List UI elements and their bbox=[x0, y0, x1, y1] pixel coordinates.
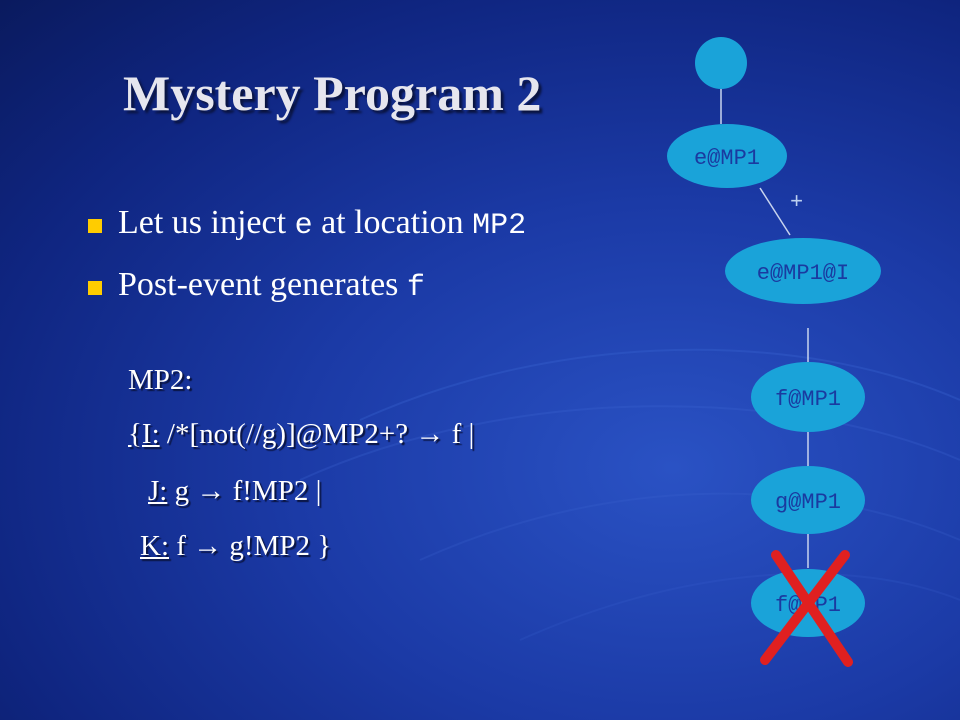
rule-k: K: f → g!MP2 } bbox=[140, 530, 332, 562]
arrow-icon: → bbox=[193, 530, 223, 562]
tree-edge bbox=[759, 187, 791, 236]
tree-node-root bbox=[695, 37, 747, 89]
rule-j: J: g → f!MP2 | bbox=[148, 475, 322, 507]
svg-text:f@MP1: f@MP1 bbox=[775, 387, 841, 412]
svg-text:g@MP1: g@MP1 bbox=[775, 490, 841, 515]
edge-label: + bbox=[790, 190, 803, 215]
tree-node: f@MP1 bbox=[751, 362, 865, 432]
bullet-square-icon bbox=[88, 219, 102, 233]
bullet-square-icon bbox=[88, 281, 102, 295]
svg-text:e@MP1@I: e@MP1@I bbox=[757, 261, 849, 286]
tree-node: e@MP1 bbox=[667, 124, 787, 188]
slide-title: Mystery Program 2 bbox=[123, 65, 542, 121]
program-name: MP2: bbox=[128, 364, 193, 396]
bullet-text: Post-event generates f bbox=[118, 266, 425, 305]
arrow-icon: → bbox=[415, 418, 445, 450]
rule-i: {I: /*[not(//g)]@MP2+? → f | bbox=[128, 418, 475, 450]
arrow-icon: → bbox=[196, 475, 226, 507]
red-cross-icon bbox=[760, 550, 853, 667]
svg-text:e@MP1: e@MP1 bbox=[694, 146, 760, 171]
tree-node: e@MP1@I bbox=[725, 238, 881, 304]
bullet-text: Let us inject e at location MP2 bbox=[118, 204, 527, 243]
tree-node: g@MP1 bbox=[751, 466, 865, 534]
